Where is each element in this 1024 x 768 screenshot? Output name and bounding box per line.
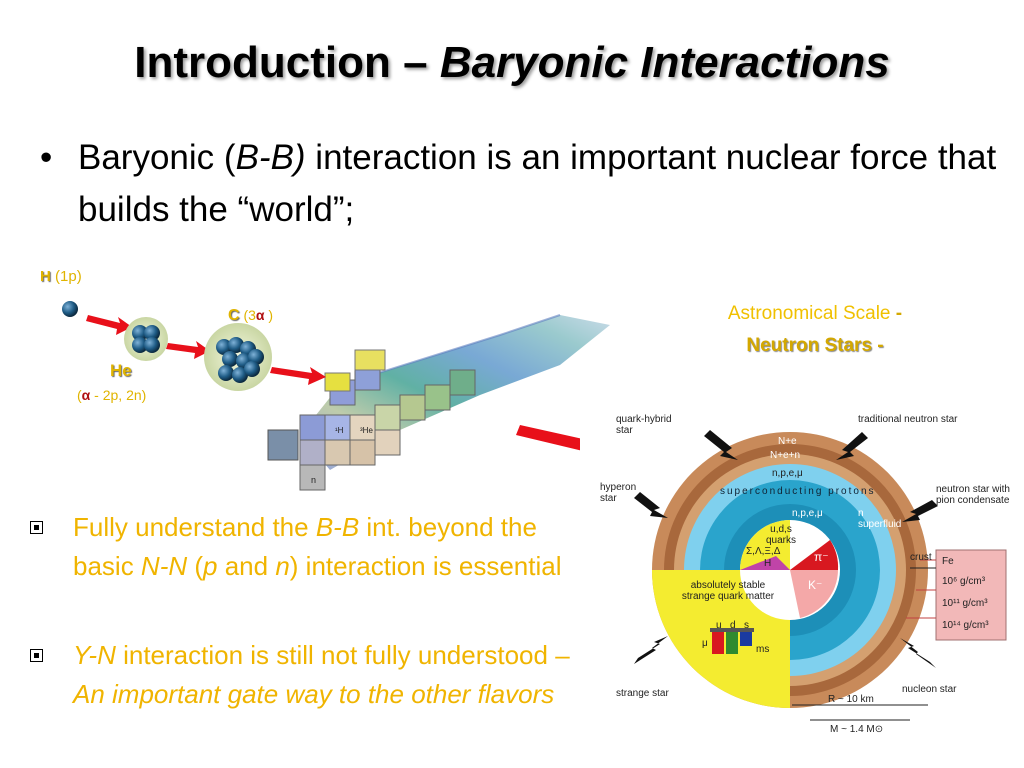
quarks-label: u,d,s quarks [765,524,796,546]
sub-bullet-1-text: Fully understand the B-B int. beyond the… [73,512,562,581]
astronomical-scale-label: Astronomical Scale - Neutron Stars - [700,298,930,362]
bullet-text-italic: B-B) [235,138,306,177]
title-emphasis: Baryonic Interactions [439,38,890,87]
quark-s-label: s [744,620,749,631]
neutron-star-diagram: quark-hybrid star traditional neutron st… [580,400,1024,740]
layer-ne-label: N+e [778,436,797,447]
nucleon-star-label: nucleon star [902,684,957,695]
mass-label: M ~ 1.4 M⊙ [830,724,884,735]
title-main: Introduction – [134,38,440,87]
kaon-label: K⁻ [808,578,823,592]
strange-star-label: strange star [616,688,669,699]
mu-label: μ [702,638,708,649]
layer-npe-label: n,p,e,μ [772,468,803,479]
h-dibaryon-label: H [764,558,772,569]
radius-label: R ~ 10 km [828,694,874,705]
hyperons-label: Σ,Λ,Ξ,Δ [746,546,781,557]
superfluid-label: n superfluid [858,508,902,530]
density-1: 10⁶ g/cm³ [942,576,986,587]
quark-hybrid-label: quark-hybrid star [616,414,672,436]
pion-condensate-label: neutron star with pion condensate [936,484,1010,506]
layer-nen-label: N+e+n [770,450,801,461]
neutron-star-svg [634,430,1007,721]
svg-text:n: n [311,475,316,485]
square-bullet-icon [30,649,43,662]
helium-halo [124,317,168,361]
nuclear-chart-illustration: n ¹H ³He [62,301,640,491]
density-3: 10¹⁴ g/cm³ [942,620,989,631]
superconducting-label: superconducting protons [720,486,876,497]
helium-sub-label: (α - 2p, 2n) [77,387,147,403]
bullet-text-part: Baryonic ( [78,138,236,177]
hyperon-star-label: hyperon star [600,482,637,504]
svg-text:³He: ³He [360,426,373,435]
fe-label: Fe [942,556,954,567]
density-2: 10¹¹ g/cm³ [942,598,988,609]
sub-bullet-2-text: Y-N interaction is still not fully under… [73,640,570,709]
nuclide-blocks: n ¹H ³He [267,349,476,491]
quark-d-label: d [730,620,736,631]
core-npe-label: n,p,e,μ [792,508,823,519]
page-title: Introduction – Baryonic Interactions [0,38,1024,88]
carbon-label: C (3α ) [228,307,274,324]
pion-label: π⁻ [814,550,829,564]
hydrogen-nucleus [62,301,78,317]
strange-matter-label: absolutely stable strange quark matter [681,580,775,602]
main-bullet-text: Baryonic (B-B) interaction is an importa… [78,132,1008,236]
quark-u-label: u [716,620,722,631]
svg-text:¹H: ¹H [335,426,344,435]
astro-line1: Astronomical Scale - [727,303,903,324]
crust-label: crust [910,552,932,563]
bullet-dot: • [40,138,53,177]
square-bullet-icon [30,521,43,534]
bullet-text-part: interaction is an important nuclear forc… [78,138,997,229]
astro-line2: Neutron Stars - [746,335,884,356]
hydrogen-label: H (1p) [40,268,82,285]
helium-label: He [110,361,132,380]
ms-label: ms [756,644,770,655]
traditional-neutron-star-label: traditional neutron star [858,414,958,425]
